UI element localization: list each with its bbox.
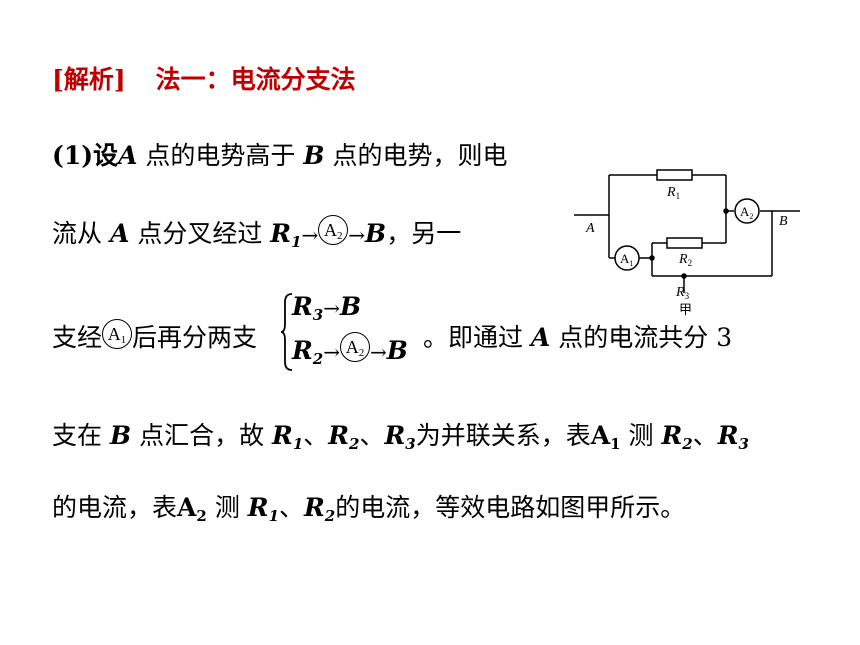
paragraph-line-5: 的电流，表A2 测 R1、R2的电流，等效电路如图甲所示。 (52, 493, 686, 525)
line3-text1: 支经 (52, 323, 103, 352)
arrow: → (301, 223, 319, 247)
paragraph-line-4: 支在 B 点汇合，故 R1、R2、R3为并联关系，表A1 测 R2、R3 (52, 421, 749, 453)
ammeter-a2-icon: A2 (318, 214, 349, 245)
line2-text1: 流从 (52, 219, 103, 248)
line1-prefix: (1)设 (52, 141, 119, 170)
circuit-diagram: R1 R2 R3 A B A2 A1 甲 (574, 169, 800, 317)
circuit-point-b: B (779, 214, 788, 229)
line3-end: 。即通过 (422, 323, 523, 352)
svg-text:A2: A2 (740, 204, 753, 221)
resistor-r1-icon (656, 169, 693, 181)
method-title: 法一：电流分支法 (155, 65, 356, 94)
point-a: A (109, 219, 130, 248)
ammeter-a1-icon: A1 (102, 318, 133, 349)
svg-text:A1: A1 (620, 251, 633, 268)
arrow: → (348, 223, 366, 247)
point-b: B (365, 219, 387, 248)
resistor-r2-icon (666, 237, 703, 249)
line2-text2: 点分叉经过 (137, 219, 263, 248)
svg-text:R1: R1 (666, 185, 680, 201)
analysis-tag: [解析] (52, 65, 126, 94)
point-b: B (303, 141, 325, 170)
ammeter-a2-icon (734, 198, 760, 224)
resistor-r1: R1 (270, 219, 302, 251)
circuit-point-a: A (585, 221, 595, 236)
line2-end: ，另一 (386, 219, 462, 248)
figure-caption: 甲 (679, 302, 692, 317)
brace-icon (280, 293, 293, 371)
ammeter-a1-icon (614, 245, 640, 271)
point-a: A (530, 323, 551, 352)
line1-end: 点的电势，则电 (332, 141, 508, 170)
paragraph-line-2: 流从 A 点分叉经过 R1→A2→B，另一 (52, 214, 462, 251)
heading: [解析] 法一：电流分支法 (52, 64, 356, 96)
paragraph-line-1: (1)设A 点的电势高于 B 点的电势，则电 (52, 140, 508, 172)
line1-mid: 点的电势高于 (145, 141, 296, 170)
branch-bottom: R2→A2→B (292, 331, 408, 368)
line3-text3: 点的电流共分 3 (558, 323, 733, 352)
line3-text2: 后再分两支 (132, 323, 258, 352)
point-b: B (109, 421, 132, 450)
ammeter-a2-icon: A2 (339, 331, 370, 362)
svg-text:R2: R2 (678, 252, 692, 268)
r3-label: R3 (675, 285, 690, 301)
branch-top: R3→B (292, 292, 362, 324)
branch-brace: R3→B R2→A2→B (280, 292, 430, 372)
point-a: A (118, 141, 138, 170)
